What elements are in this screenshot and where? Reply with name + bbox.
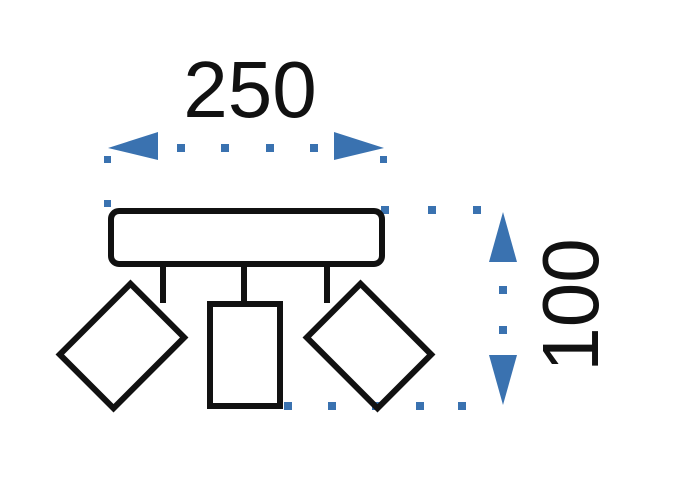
height-dimension-label: 100 — [526, 238, 615, 371]
height-dimension-dots — [499, 286, 507, 334]
width-dimension-label: 250 — [183, 45, 316, 134]
width-left-arrow-icon — [108, 132, 158, 160]
width-right-arrow-icon — [334, 132, 384, 160]
top-extension-dots — [381, 206, 481, 214]
lamp-spot-center — [207, 301, 283, 409]
height-bottom-arrow-icon — [489, 355, 517, 405]
width-dimension-line — [104, 132, 387, 207]
height-top-arrow-icon — [489, 212, 517, 262]
height-dimension-line — [284, 206, 517, 410]
lamp-spot-left — [55, 279, 189, 413]
lamp-base-bar — [108, 208, 385, 267]
width-dimension-dots — [104, 144, 387, 207]
lamp-spot-right — [302, 279, 436, 413]
ceiling-lamp-drawing — [55, 208, 436, 413]
